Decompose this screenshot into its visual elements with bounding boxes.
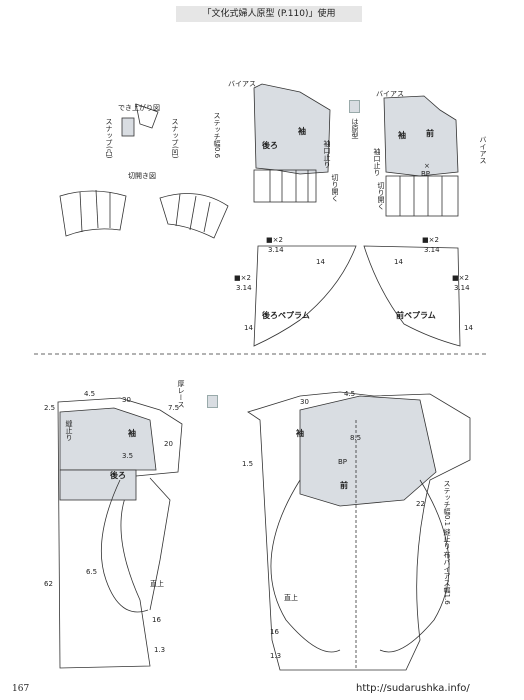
x2-label-front: ■×2 (422, 236, 439, 244)
m20-back: 20 (164, 440, 173, 448)
sleeve-label-front: 袖 (398, 131, 406, 140)
genkei-swatch-lower (207, 395, 218, 408)
kirihiraku-label-front: 切り開く (377, 182, 385, 210)
m30-back: 30 (122, 396, 131, 404)
kirihiraku-label: 切り開く (331, 174, 339, 202)
sleeve-label-front-lower: 袖 (296, 429, 304, 438)
bias-label-front: バイアス (376, 90, 404, 98)
sleeve-label: 袖 (298, 127, 306, 136)
bp-mark: × (424, 162, 430, 170)
m314-back: 3.14 (268, 246, 284, 254)
x2-label-front-side: ■×2 (452, 274, 469, 282)
back-label: 後ろ (262, 141, 278, 150)
m25-back: 2.5 (44, 404, 56, 412)
m35-back: 3.5 (122, 452, 134, 460)
genkei-label: は原型 (351, 118, 359, 139)
snap-front-label: スナップ(凹) (171, 118, 179, 159)
sleeve-label-lower: 袖 (128, 429, 136, 438)
back-label-lower: 後ろ (110, 471, 126, 480)
x2-label-back: ■×2 (266, 236, 283, 244)
m75-back: 7.5 (168, 404, 180, 412)
atsu-lace-label: 厚レース (177, 380, 185, 408)
m45-back: 4.5 (84, 390, 96, 398)
page-number: 167 (12, 684, 30, 694)
cut-open-left-piece (59, 190, 127, 237)
m314-front-side: 3.14 (454, 284, 470, 292)
m13-front: 1.3 (270, 652, 282, 660)
front-peplum-pattern (363, 245, 461, 347)
m30-front: 30 (300, 398, 309, 406)
back-yoke-shade (59, 407, 157, 471)
x2-label-back-side: ■×2 (234, 274, 251, 282)
m62-back: 62 (44, 580, 53, 588)
tsukeneri-label: 縫止り (65, 420, 73, 441)
sodeguchi-label-front: 袖口止り (373, 148, 381, 176)
m14-back-peplum: 14 (244, 324, 253, 332)
sodeguchi-label: 袖口止り (323, 140, 331, 168)
dekiagari-label: でき上がり図 (118, 104, 160, 112)
naoue-label: 直上 (150, 580, 164, 588)
bias-label-side: バイアス (479, 136, 487, 164)
front-yoke-shade (299, 395, 437, 507)
completed-view-swatch (121, 117, 135, 137)
m14-back-peplum-top: 14 (316, 258, 325, 266)
m16-front: 16 (270, 628, 279, 636)
cut-open-right-piece (159, 193, 229, 239)
bp-label-lower: BP (338, 458, 348, 466)
stitch-right-label: ステッチ幅0.1 縫止り 布バイアス幅1.6 (443, 480, 451, 605)
back-peplum-label: 後ろペプラム (262, 311, 310, 320)
back-upper-pattern (253, 83, 331, 175)
back-body-pattern (57, 397, 183, 669)
front-peplum-label: 前ペプラム (396, 311, 436, 320)
front-body-pattern (247, 391, 471, 671)
back-peplum-pattern (253, 245, 357, 347)
kirihiraki-label: 切開き図 (128, 172, 156, 180)
m15-front: 1.5 (242, 460, 254, 468)
front-label: 前 (426, 129, 434, 138)
m16-back: 16 (152, 616, 161, 624)
m13-back: 1.3 (154, 646, 166, 654)
m314-back-side: 3.14 (236, 284, 252, 292)
source-url: http://sudarushka.info/ (356, 683, 470, 694)
m22-front: 22 (416, 500, 425, 508)
stitch-left-label: ステッチ幅0.6 (213, 112, 221, 159)
m65-back: 6.5 (86, 568, 98, 576)
m14-front-peplum-top: 14 (394, 258, 403, 266)
bias-label: バイアス (228, 80, 256, 88)
genkei-swatch (349, 100, 360, 113)
front-upper-pattern (383, 95, 459, 177)
m314-front: 3.14 (424, 246, 440, 254)
m45-front: 4.5 (344, 390, 356, 398)
snap-back-label: スナップ(凸) (105, 118, 113, 159)
naoue-label-front: 直上 (284, 594, 298, 602)
m85-front: 8.5 (350, 434, 362, 442)
bp-label: BP (421, 170, 431, 178)
front-label-lower: 前 (340, 481, 348, 490)
page-header: 「文化式婦人原型 (P.110)」使用 (176, 6, 362, 22)
m14-front-peplum: 14 (464, 324, 473, 332)
